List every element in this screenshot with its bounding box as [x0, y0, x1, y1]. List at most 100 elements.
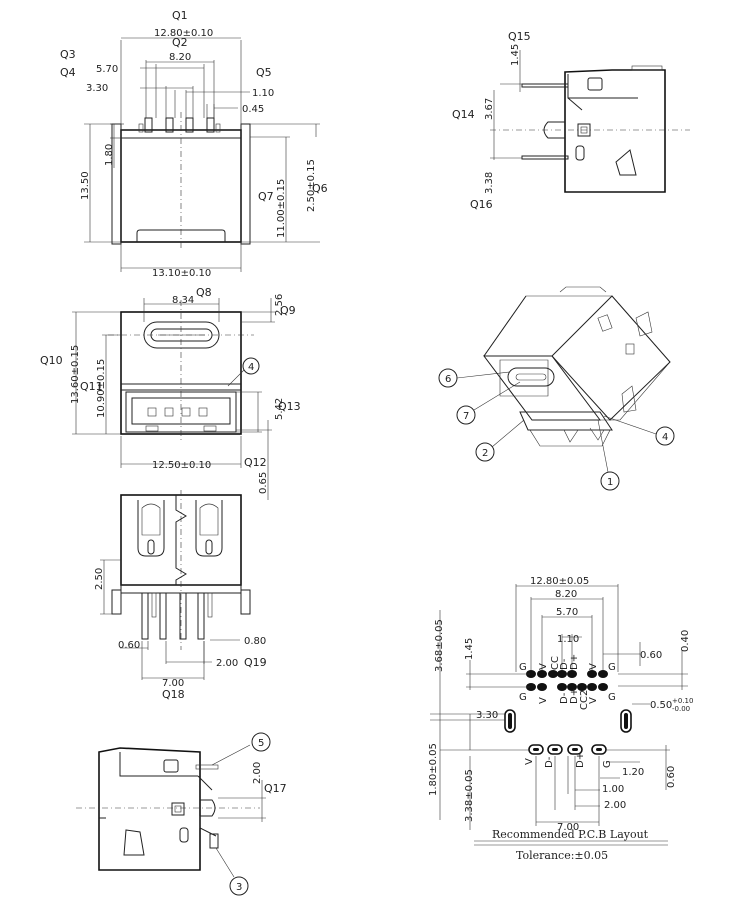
label-q13: Q13 — [278, 400, 301, 413]
top-view: Q8 8.34 2.56 Q9 Q10 13.60±0.15 10.90±0.1… — [40, 286, 301, 500]
callout-5-label: 5 — [258, 738, 264, 749]
callout-4-iso-label: 4 — [662, 432, 668, 443]
callout-7 — [456, 405, 476, 425]
pin-bottom-1: V — [524, 758, 535, 765]
pin-top-5: D+ — [569, 654, 580, 670]
label-q1: Q1 — [172, 9, 188, 22]
front-view: Q1 12.80±0.10 Q2 8.20 Q3 Q4 5.70 3.30 Q5… — [60, 9, 328, 279]
dim-13-10: 13.10±0.10 — [152, 268, 211, 279]
iso-usba-port — [519, 411, 613, 431]
dim-1-80: 1.80 — [104, 144, 115, 166]
dim-1-45-side: 1.45 — [510, 44, 521, 66]
dim-2-50: 2.50±0.15 — [306, 159, 317, 212]
slot-left — [504, 709, 516, 733]
pin-bottom-2: D- — [544, 756, 555, 768]
dim-0-80: 0.80 — [244, 636, 266, 647]
dim-0-60-bottom: 0.60 — [118, 640, 140, 651]
callout-2-label: 2 — [482, 448, 488, 459]
slot-right — [620, 709, 632, 733]
pin-mid-5: CC2 — [579, 690, 590, 710]
front-pins — [138, 117, 221, 133]
dim-7-00-bottom: 7.00 — [162, 678, 184, 689]
dim-pcb-0-50: 0.50 — [650, 700, 672, 711]
callout-4-top-label: 4 — [248, 362, 254, 373]
callout-3 — [229, 876, 249, 896]
dim-11-00: 11.00±0.15 — [276, 179, 287, 238]
pin-mid-2: V — [538, 697, 549, 704]
callout-4-iso — [655, 426, 675, 446]
pin-top-2: V — [538, 663, 549, 670]
dim-pcb-7-00: 7.00 — [557, 822, 579, 833]
dim-13-60: 13.60±0.15 — [70, 345, 81, 404]
dim-3-67: 3.67 — [484, 98, 495, 120]
pin-mid-4: D+ — [569, 688, 580, 704]
label-q18: Q18 — [162, 688, 185, 701]
callout-2 — [475, 442, 495, 462]
dim-12-50: 12.50±0.10 — [152, 460, 211, 471]
label-q8: Q8 — [196, 286, 212, 299]
dim-pcb-1-80: 1.80±0.05 — [428, 743, 439, 796]
label-q17: Q17 — [264, 782, 287, 795]
callout-6-label: 6 — [445, 374, 451, 385]
dim-8-34: 8.34 — [172, 295, 194, 306]
dim-pcb-1-00: 1.00 — [602, 784, 624, 795]
dim-pcb-2-00: 2.00 — [604, 800, 626, 811]
pin-mid-7: G — [608, 692, 616, 703]
dim-pcb-1-20: 1.20 — [622, 767, 644, 778]
pin-mid-6: V — [588, 697, 599, 704]
pin-bottom-4: G — [602, 760, 613, 768]
label-q19: Q19 — [244, 656, 267, 669]
dim-pcb-tol-lower: -0.00 — [672, 705, 690, 713]
dim-3-30: 3.30 — [86, 83, 108, 94]
pad-row-mid — [526, 683, 608, 691]
dim-pcb-tol-upper: +0.10 — [672, 697, 693, 705]
dim-2-00-bottom: 2.00 — [216, 658, 238, 669]
dim-pcb-8-20: 8.20 — [555, 589, 577, 600]
pin-top-6: V — [588, 663, 599, 670]
side-view-b: Q15 1.45 Q14 3.67 3.38 Q16 — [452, 30, 690, 211]
label-q14: Q14 — [452, 108, 475, 121]
label-q16: Q16 — [470, 198, 493, 211]
pin-mid-3: D- — [559, 692, 570, 704]
dim-pcb-12-80: 12.80±0.05 — [530, 576, 589, 587]
callout-4-top — [242, 357, 260, 375]
label-q4: Q4 — [60, 66, 76, 79]
label-q12: Q12 — [244, 456, 267, 469]
callout-3-label: 3 — [236, 882, 242, 893]
iso-typec-port — [507, 367, 555, 387]
side-view-a: 5 3 2.00 Q17 — [76, 732, 287, 896]
dim-2-00-side: 2.00 — [252, 762, 263, 784]
pad-row-bottom — [528, 744, 607, 755]
label-q9: Q9 — [280, 304, 296, 317]
dim-pcb-5-70: 5.70 — [556, 607, 578, 618]
label-q10: Q10 — [40, 354, 63, 367]
pcb-title: Recommended P.C.B Layout — [492, 828, 649, 841]
label-q2: Q2 — [172, 36, 188, 49]
callout-1 — [600, 471, 620, 491]
dim-2-56: 2.56 — [274, 294, 285, 316]
callout-1-label: 1 — [607, 477, 613, 488]
dim-pcb-3-38: 3.38±0.05 — [464, 769, 475, 822]
dim-0-45: 0.45 — [242, 104, 264, 115]
pcb-tolerance: Tolerance:±0.05 — [516, 849, 608, 862]
dim-pcb-0-60: 0.60 — [640, 650, 662, 661]
dim-pcb-1-45: 1.45 — [464, 638, 475, 660]
dim-8-20: 8.20 — [169, 52, 191, 63]
label-q3: Q3 — [60, 48, 76, 61]
dim-10-90: 10.90±0.15 — [96, 359, 107, 418]
label-q11: Q11 — [80, 380, 103, 393]
label-q6: Q6 — [312, 182, 328, 195]
pin-top-4: D- — [559, 658, 570, 670]
dim-front-width: 12.80±0.10 — [154, 28, 213, 39]
dim-1-10: 1.10 — [252, 88, 274, 99]
pin-top-3: CC — [550, 656, 561, 670]
callout-5 — [251, 732, 271, 752]
pin-top-1: G — [519, 662, 527, 673]
dim-5-70: 5.70 — [96, 64, 118, 75]
dim-5-42: 5.42 — [274, 398, 285, 420]
pcb-layout: G V CC D- D+ V G G V D- D+ CC2 V G V D- … — [428, 576, 693, 862]
pad-row-top — [526, 670, 608, 678]
pin-top-7: G — [608, 662, 616, 673]
dim-pcb-0-40: 0.40 — [680, 630, 691, 652]
